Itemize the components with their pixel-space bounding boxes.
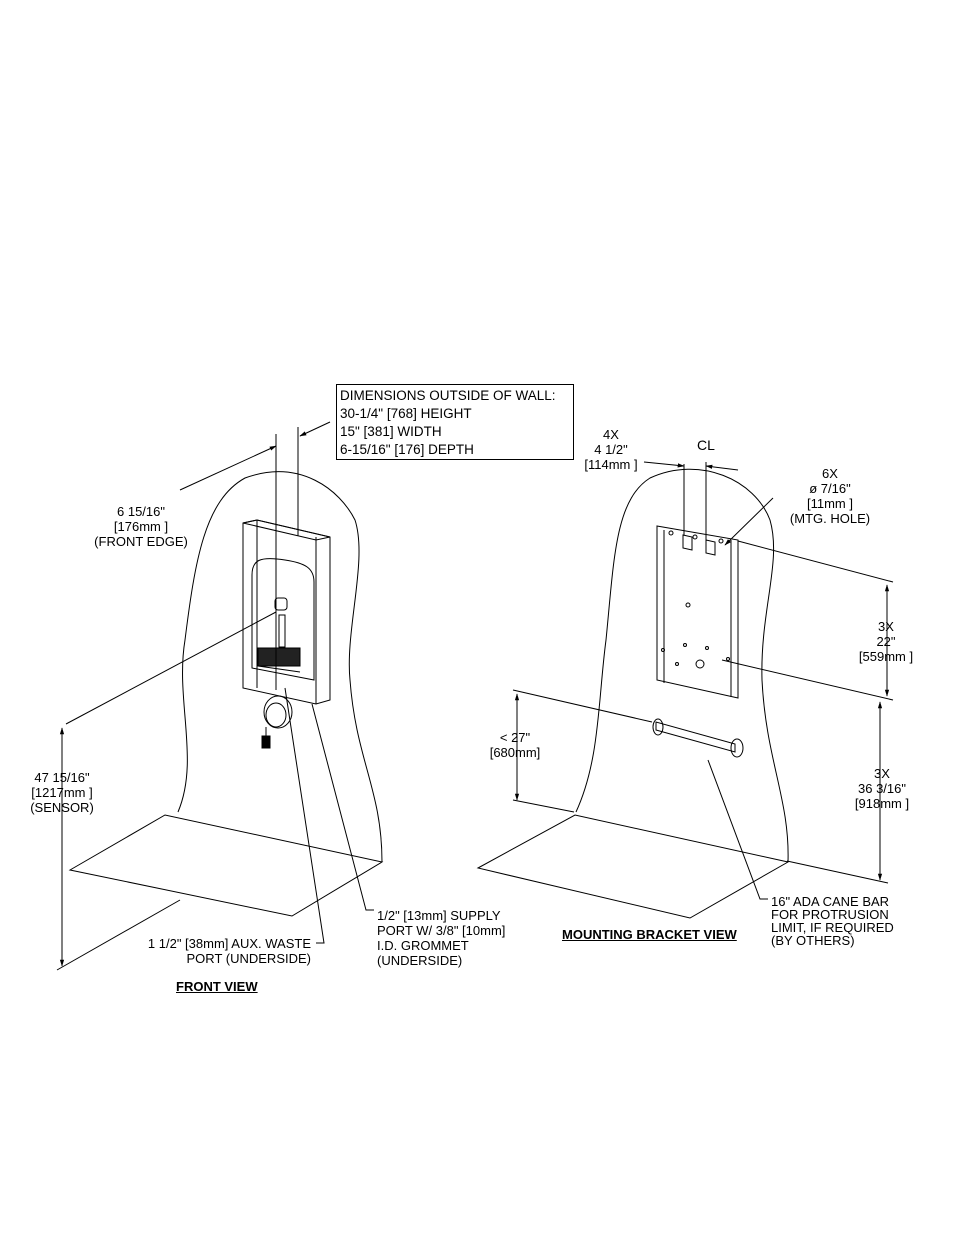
cane-bar bbox=[656, 722, 735, 752]
dimension-depth: 6-15/16" [176] DEPTH bbox=[340, 442, 474, 457]
aux-waste-label: 1 1/2" [38mm] AUX. WASTE PORT (UNDERSIDE… bbox=[147, 936, 311, 966]
bracket-floor bbox=[478, 815, 788, 918]
sensor-height-label: 47 15/16" [1217mm ] (SENSOR) bbox=[30, 770, 94, 815]
centerline-symbol: CL bbox=[697, 437, 715, 453]
box-top-face bbox=[243, 520, 330, 540]
drain-grille bbox=[258, 648, 300, 666]
dimension-width: 15" [381] WIDTH bbox=[340, 424, 442, 439]
supply-port-label: 1/2" [13mm] SUPPLY PORT W/ 3/8" [10mm] I… bbox=[377, 908, 506, 968]
bottle-filler-box bbox=[243, 520, 330, 704]
mounting-hole-label: 6X ø 7/16" [11mm ] (MTG. HOLE) bbox=[789, 466, 871, 526]
dimensions-box: DIMENSIONS OUTSIDE OF WALL: 30-1/4" [768… bbox=[336, 384, 574, 460]
front-wall-outline bbox=[178, 472, 382, 862]
sensor-window bbox=[275, 598, 287, 610]
aux-waste-leader bbox=[285, 688, 324, 943]
dispenser-panel bbox=[252, 559, 314, 680]
floor-height-label: 3X 36 3/16" [918mm ] bbox=[854, 766, 910, 811]
plug bbox=[262, 736, 270, 748]
power-cord-coil bbox=[264, 696, 292, 728]
dimensions-heading: DIMENSIONS OUTSIDE OF WALL: bbox=[340, 388, 556, 403]
dimension-height: 30-1/4" [768] HEIGHT bbox=[340, 406, 472, 421]
bracket-wall-outline bbox=[576, 469, 788, 862]
protrusion-label: < 27" [680mm] bbox=[489, 730, 541, 760]
front-floor bbox=[70, 815, 382, 916]
supply-leader bbox=[312, 704, 374, 910]
slot-spacing-label: 4X 4 1/2" [114mm ] bbox=[584, 427, 638, 472]
bracket-height-label: 3X 22" [559mm ] bbox=[858, 619, 914, 664]
front-view-drawing bbox=[57, 422, 382, 970]
front-edge-label: 6 15/16" [176mm ] (FRONT EDGE) bbox=[94, 504, 188, 549]
cane-bar-label: 16" ADA CANE BAR FOR PROTRUSION LIMIT, I… bbox=[771, 894, 894, 948]
mounting-view-title: MOUNTING BRACKET VIEW bbox=[562, 927, 737, 942]
mounting-view-drawing bbox=[478, 462, 893, 918]
mounting-bracket bbox=[657, 526, 738, 698]
front-view-title: FRONT VIEW bbox=[176, 979, 258, 994]
cane-bar-leader bbox=[708, 760, 768, 899]
